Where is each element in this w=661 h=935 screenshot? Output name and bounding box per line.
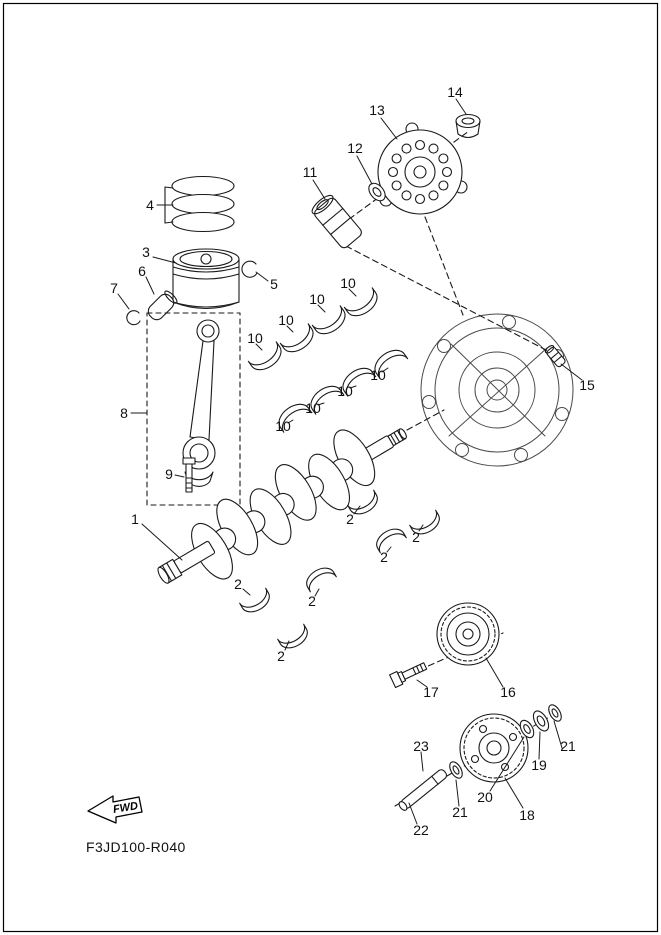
part-callout-10-11: 10 (278, 312, 294, 328)
part-callout-10-9: 10 (340, 275, 356, 291)
part-crankcase-drawing (420, 313, 574, 467)
part-callout-8-18: 8 (120, 405, 128, 421)
part-14-drawing (455, 113, 481, 139)
part-20-washer-drawing (519, 719, 535, 739)
part-callout-23-29: 23 (413, 738, 429, 754)
part-callout-21-30: 21 (560, 738, 576, 754)
part-callout-10-16: 10 (275, 418, 291, 434)
fwd-label: FWD (112, 800, 139, 816)
part-21-washer-drawing (548, 704, 562, 722)
part-callout-22-35: 22 (413, 822, 429, 838)
part-callout-20-32: 20 (477, 789, 493, 805)
part-callout-16-28: 16 (500, 684, 516, 700)
part-10-bearings-drawing (247, 287, 409, 433)
part-callout-6-6: 6 (138, 263, 146, 279)
part-15-drawing (544, 345, 566, 368)
callout-4-bracket (156, 186, 174, 224)
part-callout-10-15: 10 (305, 400, 321, 416)
diagram-code: F3JD100-R040 (86, 839, 186, 855)
part-callout-17-27: 17 (423, 684, 439, 700)
part-7-clip-drawing (126, 310, 141, 326)
part-callout-21-34: 21 (452, 804, 468, 820)
callout-leader-lines (117, 98, 583, 825)
part-8-group-box (146, 312, 241, 506)
part-callout-4-4: 4 (146, 197, 154, 213)
part-callout-10-12: 10 (247, 330, 263, 346)
part-callout-15-17: 15 (579, 377, 595, 393)
part-callout-11-3: 11 (302, 164, 318, 180)
part-1-crankshaft-drawing (157, 428, 407, 584)
part-4-rings-drawing (171, 175, 235, 233)
part-22-23-shaft-drawing (398, 769, 448, 811)
part-callout-10-10: 10 (309, 291, 325, 307)
part-19-washer-drawing (532, 710, 550, 732)
fwd-arrow: FWD (87, 795, 143, 824)
part-callout-2-25: 2 (308, 593, 316, 609)
part-16-drawing (436, 602, 500, 666)
part-9-bolt-drawing (182, 457, 196, 493)
part-18-drawing (459, 713, 529, 783)
part-callout-2-21: 2 (346, 511, 354, 527)
part-callout-2-24: 2 (234, 576, 242, 592)
part-callout-9-19: 9 (165, 466, 173, 482)
part-callout-12-2: 12 (347, 140, 363, 156)
part-3-piston-drawing (172, 248, 240, 309)
part-callout-1-20: 1 (131, 511, 139, 527)
part-callout-2-23: 2 (380, 549, 388, 565)
part-callout-3-5: 3 (142, 244, 150, 260)
part-callout-2-26: 2 (277, 648, 285, 664)
part-12-drawing (368, 182, 386, 202)
part-callout-10-14: 10 (337, 383, 353, 399)
part-callout-10-13: 10 (370, 367, 386, 383)
part-callout-19-31: 19 (531, 757, 547, 773)
part-5-circlip-drawing (241, 260, 258, 278)
part-13-drawing (377, 122, 468, 215)
part-callout-14-0: 14 (447, 84, 463, 100)
part-callout-2-22: 2 (412, 529, 420, 545)
part-21-washer-2-drawing (449, 761, 463, 779)
part-callout-5-7: 5 (270, 276, 278, 292)
part-11-drawing (311, 194, 362, 249)
part-callout-18-33: 18 (519, 807, 535, 823)
part-callout-7-8: 7 (110, 280, 118, 296)
part-17-bolt-drawing (389, 662, 428, 689)
part-callout-13-1: 13 (369, 102, 385, 118)
